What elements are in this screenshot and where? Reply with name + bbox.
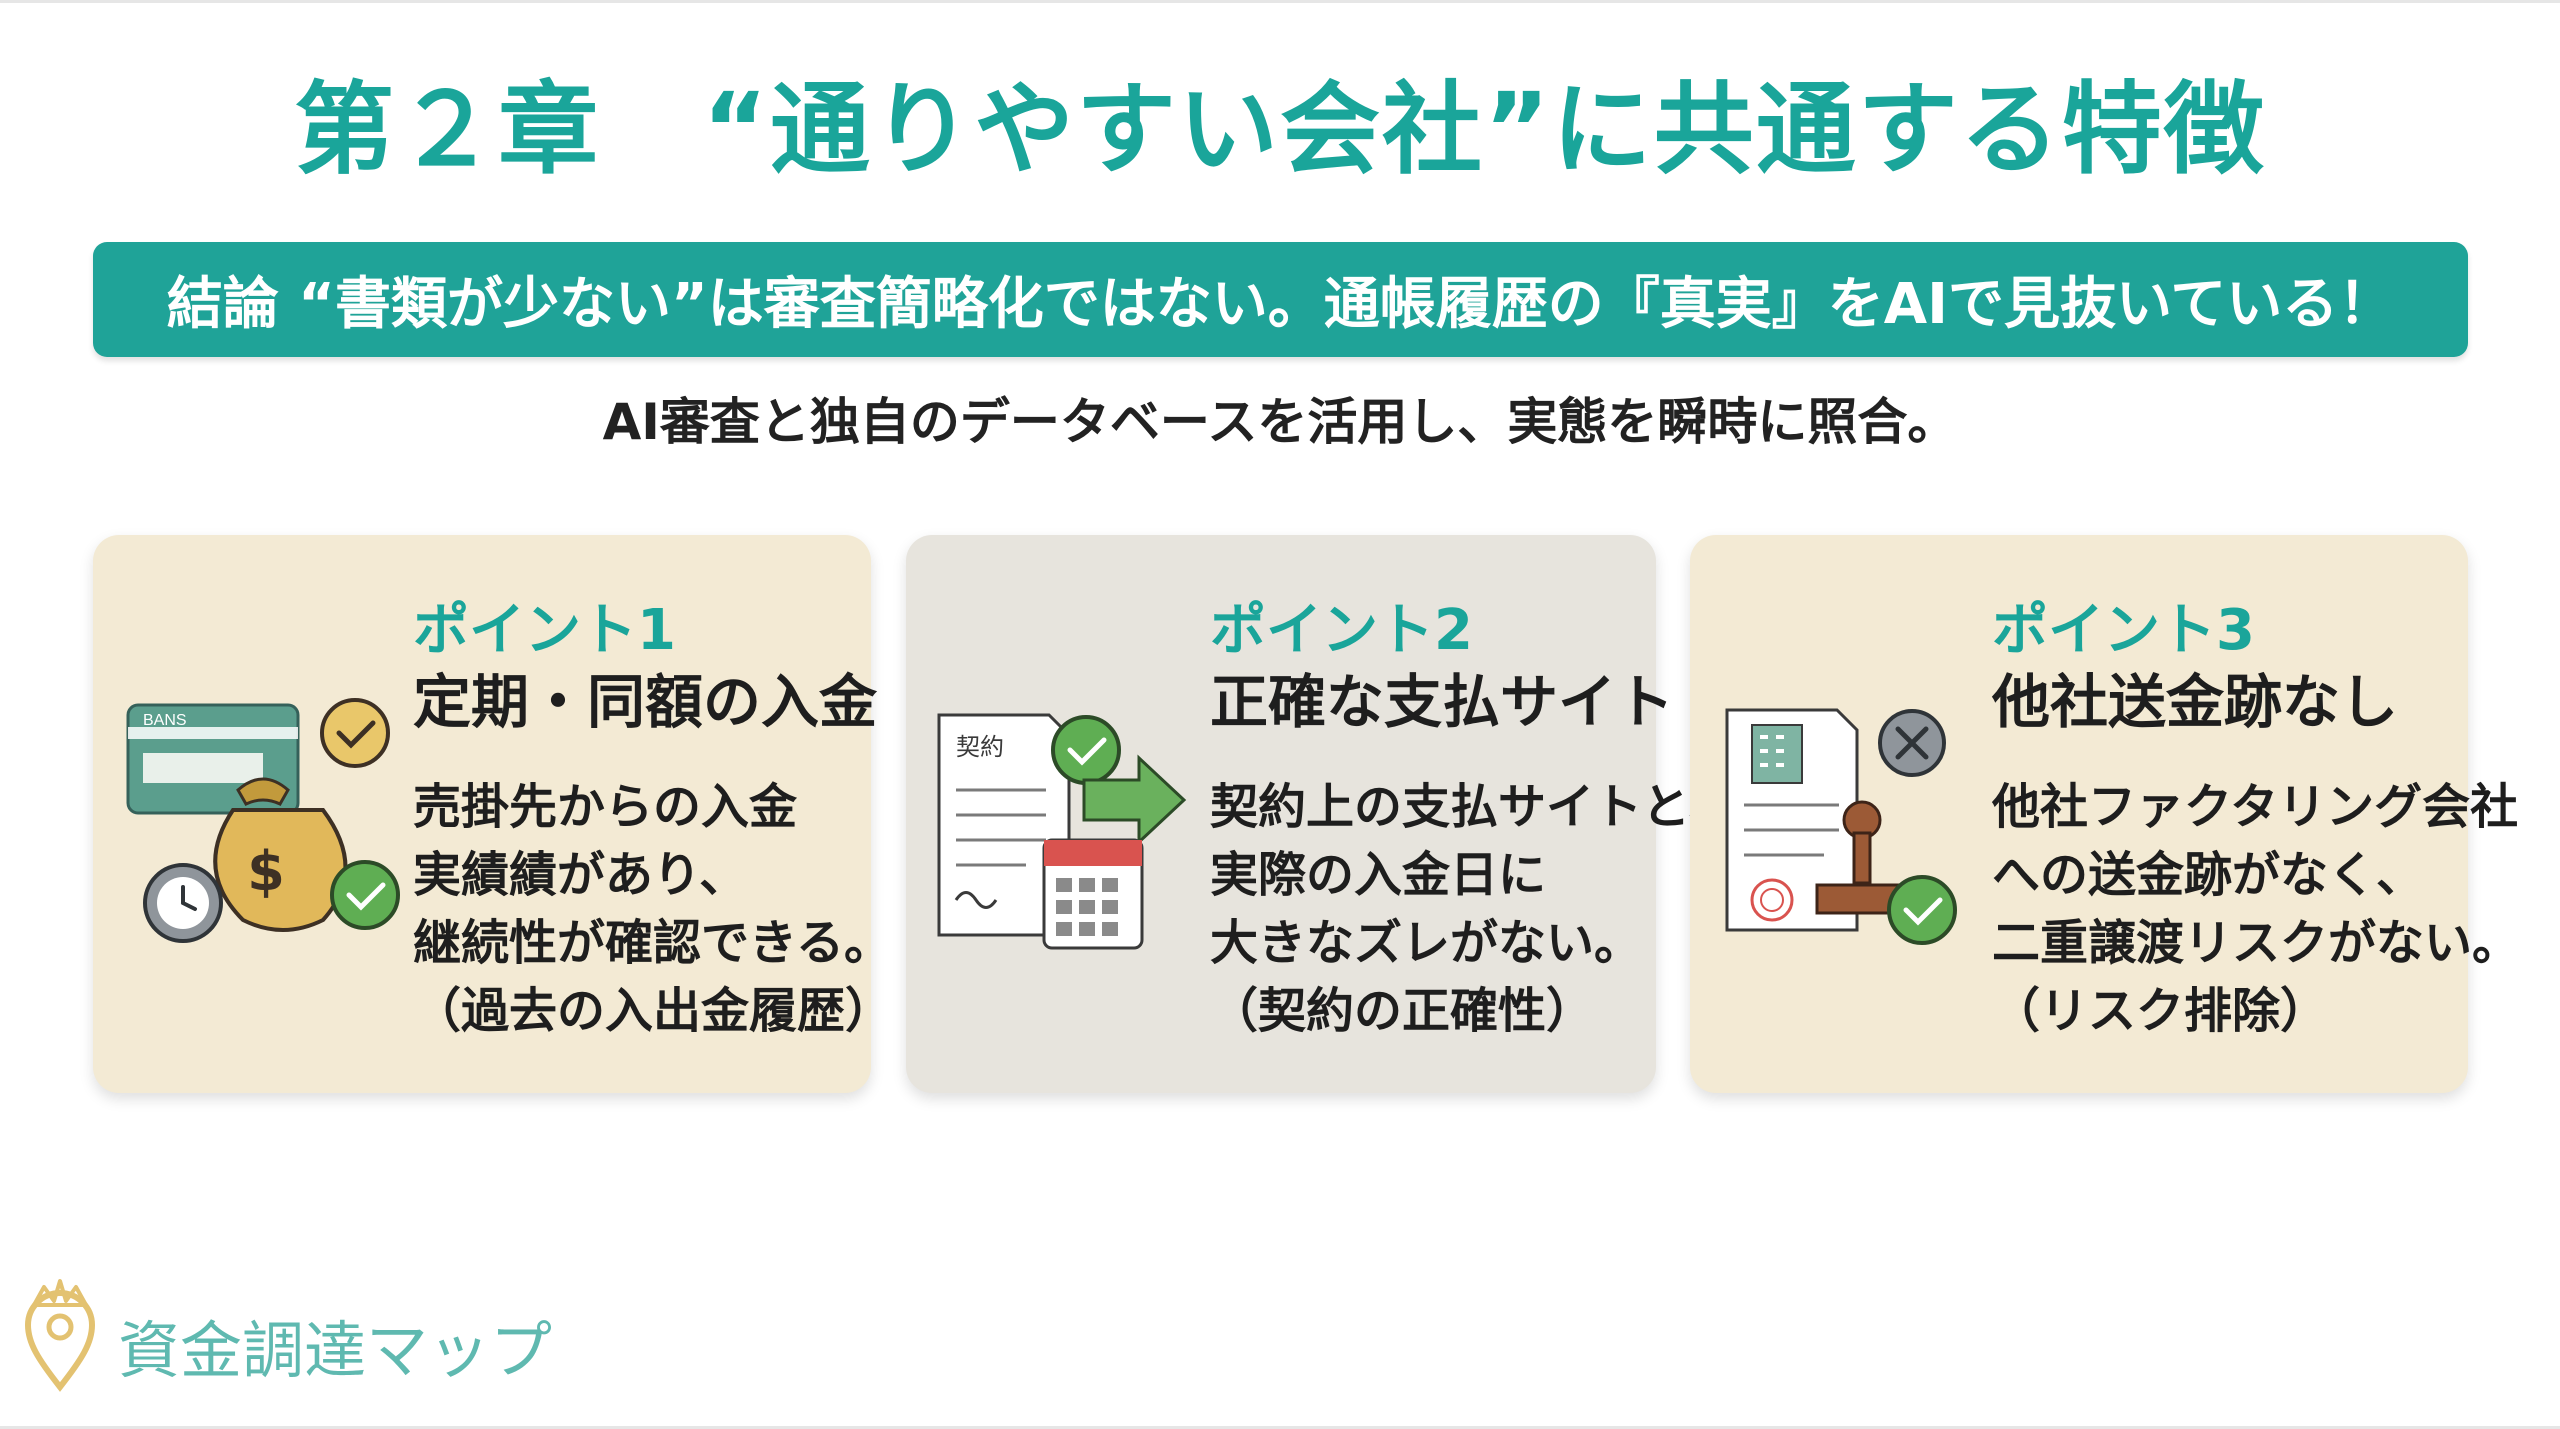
point-label: ポイント2 <box>1210 598 1473 663</box>
document-seal-illustration <box>1725 708 1957 945</box>
point-heading: 正確な支払サイト <box>1210 668 1675 736</box>
description-line: 売掛先からの入金 <box>413 779 798 835</box>
banner-text: 結論 “書類が少ない”は審査簡略化ではない。通帳履歴の『真実』をAIで見抜いてい… <box>166 272 2395 337</box>
description-line: （過去の入出金履歴） <box>413 983 894 1039</box>
description-line: （リスク排除） <box>1992 983 2329 1039</box>
card-label: BANS <box>143 712 187 729</box>
subtitle: AI審査と独自のデータベースを活用し、実態を瞬時に照合。 <box>602 393 1958 451</box>
description-line: 大きなズレがない。 <box>1210 915 1643 971</box>
bank-money-illustration: BANS $ <box>126 698 400 943</box>
point-heading: 他社送金跡なし <box>1992 668 2399 736</box>
company-document-icon <box>1725 708 1859 932</box>
brand-name: 資金調達マップ <box>118 1314 553 1387</box>
svg-text:$: $ <box>247 840 285 903</box>
description-line: 二重譲渡リスクがない。 <box>1992 915 2521 971</box>
check-green-icon <box>1051 715 1121 785</box>
calendar-icon <box>1042 838 1144 950</box>
bottom-border <box>0 1426 2560 1429</box>
description-line: 実際の入金日に <box>1210 847 1547 903</box>
description-line: 実績績があり、 <box>413 847 748 903</box>
description-line: 他社ファクタリング会社 <box>1992 779 2519 835</box>
contract-document-icon: 契約 <box>937 713 1071 937</box>
description-line: 継続性が確認できる。 <box>413 915 893 971</box>
point-label: ポイント1 <box>413 598 676 663</box>
check-green-icon <box>1887 875 1957 945</box>
cross-icon <box>1878 709 1946 777</box>
top-border <box>0 0 2560 3</box>
point-description: 売掛先からの入金 実績績があり、 継続性が確認できる。 （過去の入出金履歴） <box>413 773 893 1045</box>
point-card-2: 契約 ポイント2 正確な支払サイト 契約上の支払サイトと、 実際の入金日に 大き… <box>906 535 1736 1093</box>
contract-schedule-illustration: 契約 <box>937 713 1187 950</box>
brand-logo-icon <box>24 1279 96 1392</box>
point-card-3: ポイント3 他社送金跡なし 他社ファクタリング会社 への送金跡がなく、 二重譲渡… <box>1690 535 2520 1093</box>
conclusion-banner: 結論 “書類が少ない”は審査簡略化ではない。通帳履歴の『真実』をAIで見抜いてい… <box>93 242 2468 357</box>
clock-icon <box>143 863 223 943</box>
point-description: 契約上の支払サイトと、 実際の入金日に 大きなズレがない。 （契約の正確性） <box>1210 773 1736 1045</box>
point-label: ポイント3 <box>1992 598 2255 663</box>
arrow-right-icon <box>1082 754 1187 846</box>
contract-label: 契約 <box>956 733 1004 761</box>
point-card-1: BANS $ ポイント1 定期・同額の入金 売掛先からの入金 実績績があり、 継… <box>93 535 893 1093</box>
description-line: への送金跡がなく、 <box>1992 847 2425 903</box>
description-line: 契約上の支払サイトと、 <box>1210 779 1737 835</box>
money-bag-icon: $ <box>213 777 348 932</box>
point-heading: 定期・同額の入金 <box>413 668 878 736</box>
point-description: 他社ファクタリング会社 への送金跡がなく、 二重譲渡リスクがない。 （リスク排除… <box>1992 773 2520 1045</box>
page-title: 第２章 “通りやすい会社”に共通する特徴 <box>294 71 2266 188</box>
check-gold-icon <box>320 698 390 768</box>
description-line: （契約の正確性） <box>1210 983 1595 1039</box>
check-green-icon <box>330 860 400 930</box>
